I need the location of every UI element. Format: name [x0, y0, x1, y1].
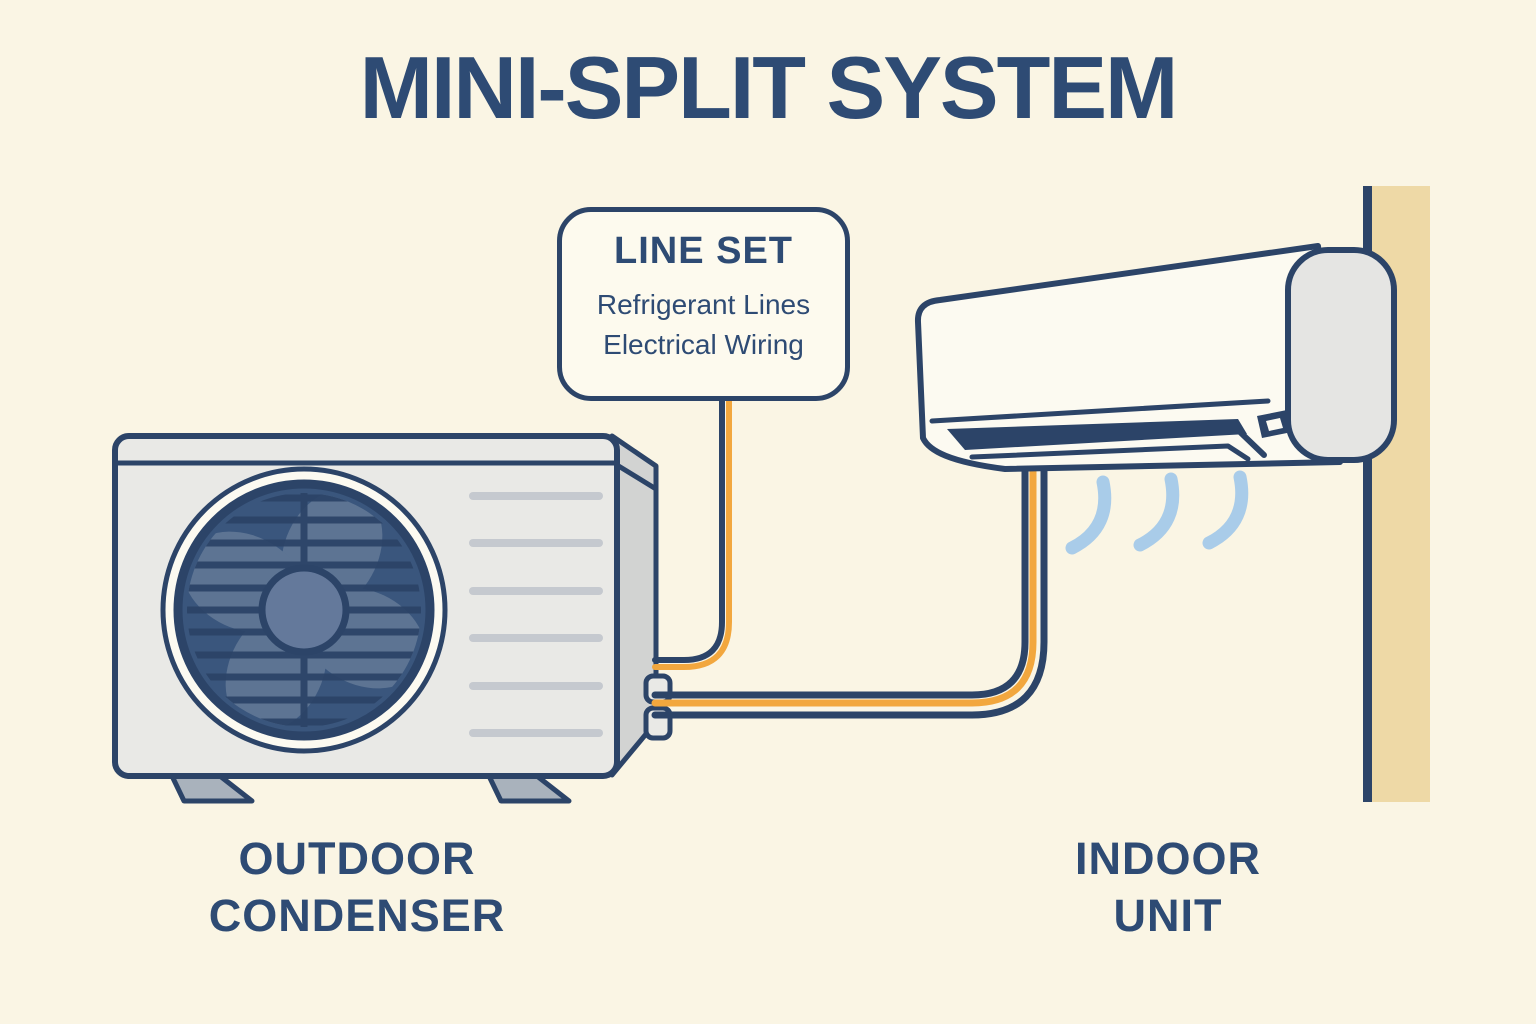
indoor-unit-underline [969, 443, 1251, 462]
indoor-unit-vent-slot [947, 419, 1247, 450]
indoor-unit-vent-hook [1237, 429, 1267, 458]
fan-hub [258, 564, 350, 656]
airflow-curve-1 [1065, 475, 1112, 555]
line-set-callout-lines: Refrigerant Lines Electrical Wiring [562, 285, 845, 365]
condenser-fan-icon [160, 466, 448, 754]
electrical-wiring-line [651, 462, 1037, 707]
indoor-unit-label: INDOOR UNIT [928, 830, 1408, 944]
indoor-unit-louver-line [929, 398, 1271, 424]
line-set-callout-line-1: Refrigerant Lines [596, 289, 811, 320]
outdoor-condenser-label: OUTDOOR CONDENSER [117, 830, 597, 944]
outdoor-condenser-illustration [112, 433, 673, 804]
airflow-icon [1065, 470, 1249, 555]
indoor-unit-display-screen [1266, 418, 1283, 431]
outdoor-condenser-label-line-2: CONDENSER [208, 890, 506, 941]
line-set-callout-line-2: Electrical Wiring [603, 329, 804, 360]
page-title: MINI-SPLIT SYSTEM [359, 38, 1179, 137]
line-set-callout: LINE SET Refrigerant Lines Electrical Wi… [557, 207, 850, 401]
indoor-unit-illustration [914, 243, 1397, 472]
airflow-curve-3 [1202, 470, 1249, 550]
condenser-vent-slats [469, 492, 603, 737]
line-set-callout-title: LINE SET [613, 230, 794, 272]
outdoor-condenser-label-line-1: OUTDOOR [238, 833, 476, 884]
indoor-unit-end-cap [1285, 247, 1397, 463]
leader-pipe-navy [652, 396, 725, 663]
indoor-unit-label-line-1: INDOOR [1075, 833, 1261, 884]
wall-edge [1363, 186, 1372, 802]
airflow-curve-2 [1133, 472, 1180, 552]
condenser-foot-left [169, 773, 255, 804]
condenser-foot-right [486, 773, 572, 804]
leader-pipe-orange [652, 396, 732, 670]
line-set-pipes [651, 396, 1048, 719]
refrigerant-line-2 [651, 462, 1048, 719]
refrigerant-line-1 [651, 462, 1029, 699]
indoor-unit-label-line-2: UNIT [1113, 890, 1223, 941]
